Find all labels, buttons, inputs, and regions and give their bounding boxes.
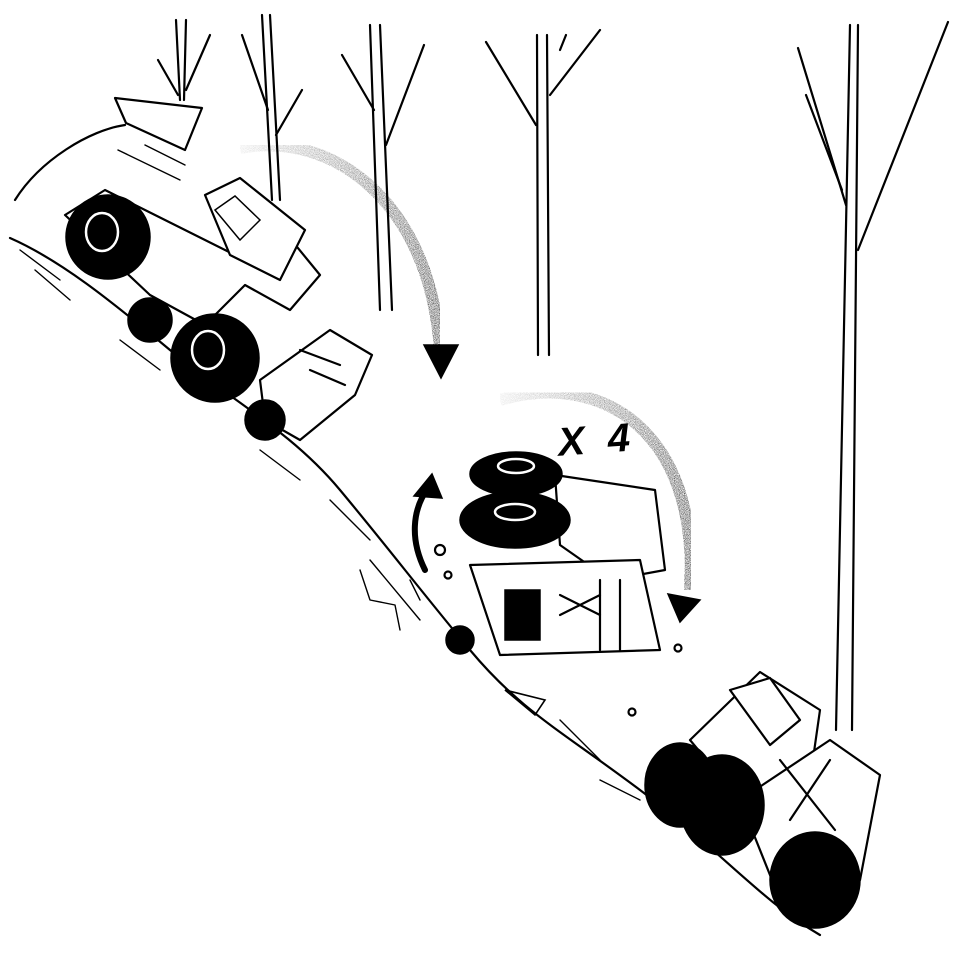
rolling-arrows: [411, 386, 702, 624]
wheel: [459, 491, 571, 549]
wheel: [679, 754, 765, 856]
roll-count-label: X 4: [556, 415, 638, 465]
motion-trail: [238, 139, 460, 380]
tipping-arrow-icon: [13, 96, 204, 202]
wheel: [469, 451, 563, 497]
tree-3: [340, 23, 426, 312]
tree-1: [156, 18, 212, 102]
tractor-tipping: [63, 176, 374, 442]
wheel: [170, 313, 260, 403]
wheel: [769, 831, 861, 929]
tree-4: [484, 28, 602, 357]
tree-5: [796, 20, 950, 732]
tractor-resting: [644, 670, 882, 929]
arrow-down-right-icon: [666, 593, 702, 624]
tractor-rolling: [433, 451, 683, 717]
trees: [156, 13, 950, 732]
arrow-up-icon: [412, 472, 444, 499]
tree-2: [240, 13, 304, 202]
wheel: [65, 194, 151, 280]
